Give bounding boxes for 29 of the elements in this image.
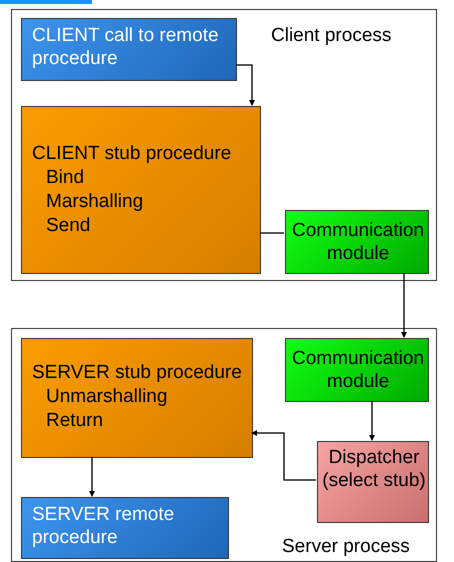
dispatcher-label: Dispatcher (select stub) bbox=[322, 446, 426, 492]
module-label: Communication module bbox=[291, 347, 425, 393]
step-label: Unmarshalling bbox=[46, 385, 168, 408]
step-label: Bind bbox=[46, 166, 86, 189]
arrow bbox=[251, 430, 316, 481]
step-label: Return bbox=[46, 409, 104, 432]
stub-procedure-box bbox=[21, 106, 261, 274]
process-title: Client process bbox=[271, 24, 392, 47]
communication-module-box bbox=[285, 210, 429, 274]
procedure-label: SERVER remote procedure bbox=[32, 503, 176, 549]
stub-procedure-box bbox=[21, 338, 253, 458]
module-label: Communication module bbox=[291, 219, 425, 265]
step-label: Send bbox=[46, 214, 92, 237]
step-label: Marshalling bbox=[46, 190, 144, 213]
procedure-label: CLIENT call to remote procedure bbox=[32, 24, 220, 70]
stub-title: CLIENT stub procedure bbox=[32, 142, 232, 165]
arrow bbox=[89, 457, 95, 497]
connector-line bbox=[260, 232, 284, 234]
arrow bbox=[369, 401, 375, 441]
stub-title: SERVER stub procedure bbox=[32, 361, 243, 384]
dispatcher-box bbox=[317, 441, 429, 523]
process-boundary bbox=[11, 9, 437, 281]
procedure-box bbox=[21, 497, 229, 559]
procedure-box bbox=[21, 18, 237, 81]
arrow bbox=[236, 64, 255, 106]
communication-module-box bbox=[285, 338, 429, 402]
arrow bbox=[401, 273, 407, 338]
process-boundary bbox=[11, 328, 437, 562]
process-title: Server process bbox=[282, 535, 411, 558]
